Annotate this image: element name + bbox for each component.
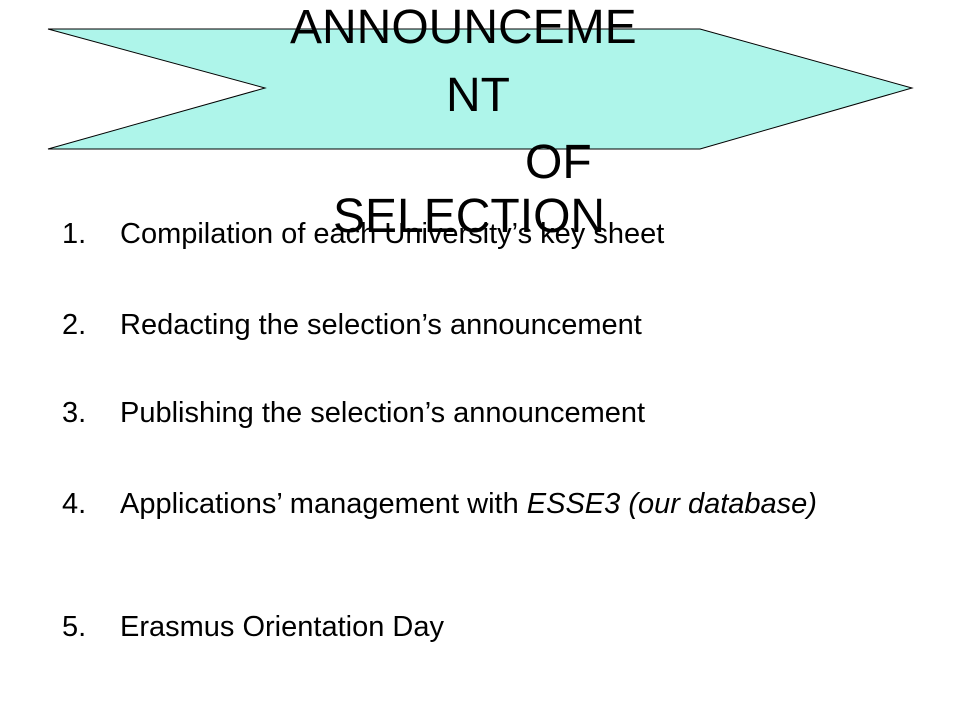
list-item-number: 1.	[62, 218, 87, 250]
list-item-number: 3.	[62, 397, 87, 429]
list-item-number: 5.	[62, 611, 87, 643]
list-item-text: Redacting the selection’s announcement	[120, 309, 642, 341]
list-item-number: 4.	[62, 488, 87, 520]
title-line-3: OF	[525, 136, 592, 189]
title-banner	[47, 28, 914, 150]
title-line-2: NT	[446, 69, 510, 122]
list-item-number: 2.	[62, 309, 87, 341]
list-item-text-italic: ESSE3 (our database)	[526, 488, 817, 520]
list-item-text: Publishing the selection’s announcement	[120, 397, 646, 429]
banner-arrow-shape	[47, 28, 914, 150]
list-item-text-plain: Applications’ management with	[120, 488, 527, 520]
list-item-text: Compilation of each University’s key she…	[120, 218, 665, 250]
title-line-1: ANNOUNCEME	[290, 1, 637, 54]
list-item-text: Erasmus Orientation Day	[120, 611, 444, 643]
list-item-text: Applications’ management with ESSE3 (our…	[120, 488, 890, 521]
title-line-4: SELECTION	[333, 190, 606, 243]
